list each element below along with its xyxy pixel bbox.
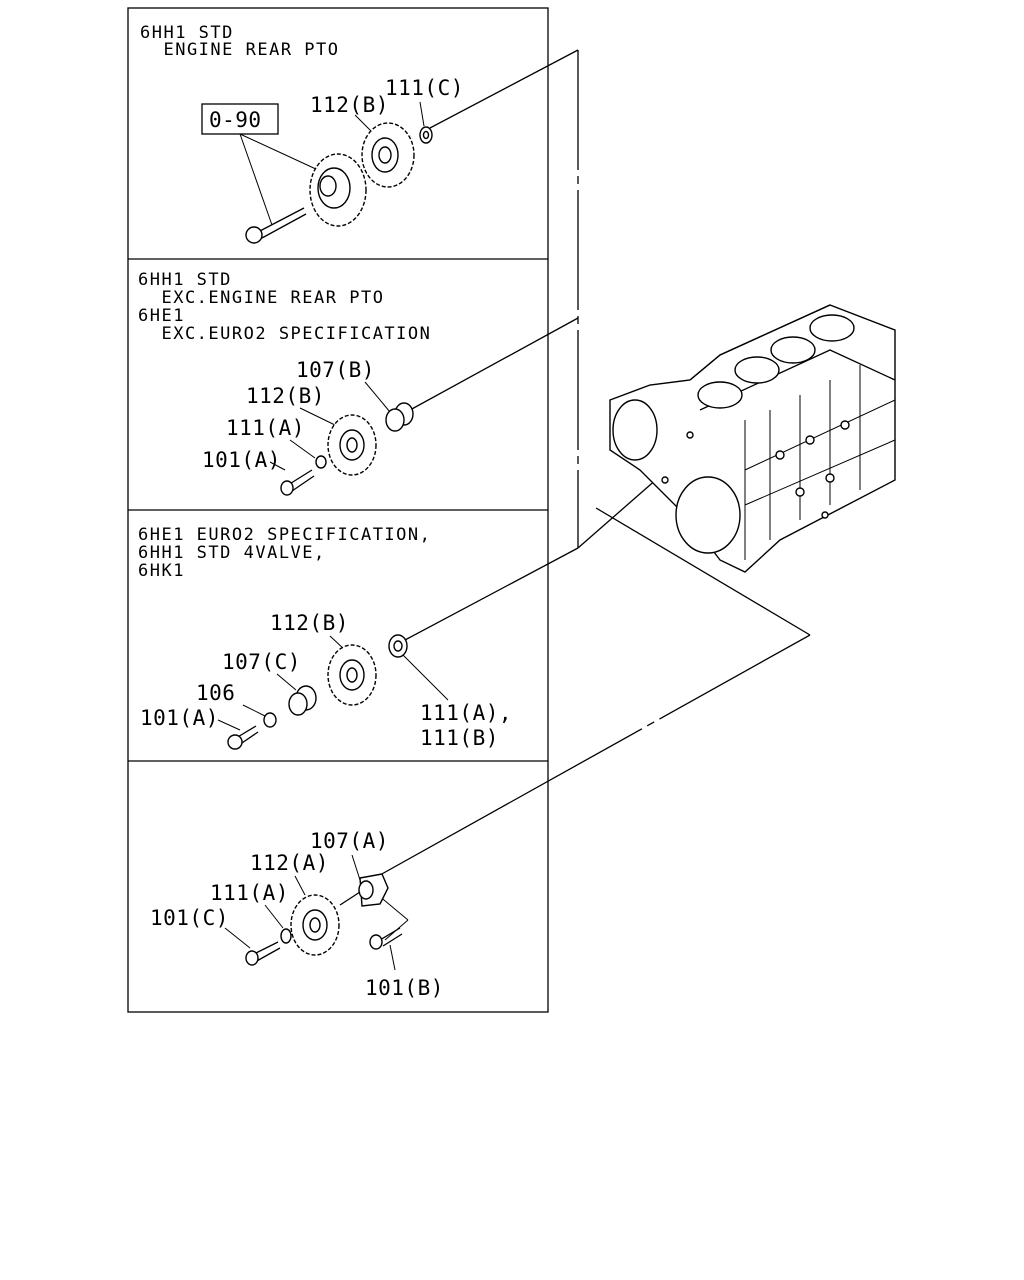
panel-2-header-line-3: 6HE1 xyxy=(138,306,185,326)
shaft-label: 107(A) xyxy=(310,829,389,853)
shaft-label: 107(B) xyxy=(296,358,375,382)
panel-3-header-line-1: 6HE1 EURO2 SPECIFICATION, xyxy=(138,525,431,545)
bolt-c-label: 101(C) xyxy=(150,906,229,930)
gear-label: 112(A) xyxy=(250,851,329,875)
panel-2-header-line-2: EXC.ENGINE REAR PTO xyxy=(138,288,384,308)
rear-opening-lower xyxy=(675,476,741,554)
gear-112b xyxy=(327,414,377,476)
washer-111a xyxy=(280,928,292,944)
panel-3: 6HE1 EURO2 SPECIFICATION, 6HH1 STD 4VALV… xyxy=(138,525,512,750)
ref-label: 0-90 xyxy=(209,108,262,132)
bolt xyxy=(245,207,307,244)
shaft-label: 107(C) xyxy=(222,650,301,674)
idler-gear-assembly xyxy=(309,153,367,227)
gear-label: 112(B) xyxy=(246,384,325,408)
shaft-107c xyxy=(288,685,317,716)
panel-1: 6HH1 STD ENGINE REAR PTO 0-90 112(B) 111… xyxy=(140,23,464,244)
cylinder-bore-3 xyxy=(770,336,816,364)
panel-1-header-line-2: ENGINE REAR PTO xyxy=(140,40,340,60)
rear-opening-upper xyxy=(612,399,658,461)
bolt-101a xyxy=(227,725,259,750)
panel-3-header: 6HE1 EURO2 SPECIFICATION, 6HH1 STD 4VALV… xyxy=(138,525,443,581)
washer-label: 111(A) xyxy=(226,416,305,440)
gear-112b xyxy=(327,644,377,706)
gear-label: 112(B) xyxy=(310,93,389,117)
panel-3-header-line-2: 6HH1 STD 4VALVE, xyxy=(138,543,326,563)
leader-lines xyxy=(379,49,811,876)
bushing-111 xyxy=(388,634,408,658)
shaft-107b xyxy=(385,402,414,432)
bushing-label-2: 111(B) xyxy=(420,726,499,750)
washer-label: 106 xyxy=(196,681,235,705)
bolt-101c xyxy=(245,941,281,966)
panel-1-header-line-1: 6HH1 STD xyxy=(140,23,234,43)
panel-1-header: 6HH1 STD ENGINE REAR PTO xyxy=(140,23,340,60)
cylinder-bore-1 xyxy=(697,381,743,409)
panel-2-header-line-1: 6HH1 STD xyxy=(138,270,232,290)
panel-frames xyxy=(127,7,549,1013)
cylinder-bore-2 xyxy=(734,356,780,384)
washer-label: 111(C) xyxy=(385,76,464,100)
bolt-label: 101(A) xyxy=(140,706,219,730)
gear-label: 112(B) xyxy=(270,611,349,635)
washer-106 xyxy=(263,712,277,728)
gear-112a xyxy=(290,894,340,956)
bolt-101a xyxy=(280,469,315,496)
panel-2-header-line-4: EXC.EURO2 SPECIFICATION xyxy=(138,324,431,344)
bolt-label: 101(A) xyxy=(202,448,281,472)
cylinder-bore-4 xyxy=(809,314,855,342)
washer-111a xyxy=(315,455,327,469)
shaft-107a xyxy=(339,873,389,907)
panel-2: 6HH1 STD EXC.ENGINE REAR PTO 6HE1 EXC.EU… xyxy=(138,270,431,496)
engine-block xyxy=(609,304,896,573)
bolt-101b xyxy=(369,927,403,950)
panel-2-header: 6HH1 STD EXC.ENGINE REAR PTO 6HE1 EXC.EU… xyxy=(138,270,431,344)
washer-label: 111(A) xyxy=(210,881,289,905)
bolt-b-label: 101(B) xyxy=(365,976,444,1000)
bushing-label-1: 111(A), xyxy=(420,701,512,725)
panel-3-header-line-3: 6HK1 xyxy=(138,561,185,581)
panel-4: 107(A) 112(A) 111(A) 101(C) 101(B) xyxy=(150,829,444,1000)
gear-112b xyxy=(361,122,415,188)
